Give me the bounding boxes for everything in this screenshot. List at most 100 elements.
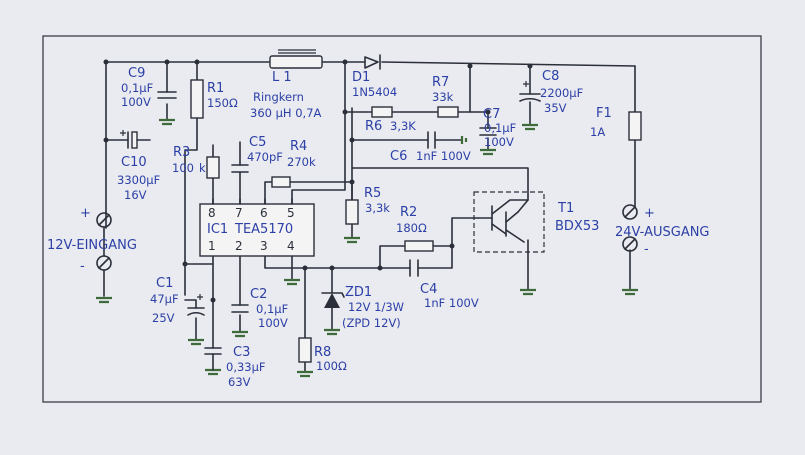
label-R3: R3	[173, 145, 190, 160]
ic-pin-8: 8	[208, 206, 216, 220]
capacitor-C6	[427, 131, 436, 149]
label-T1: T1	[557, 201, 574, 216]
capacitor-C7	[479, 127, 497, 136]
fuse-F1	[628, 111, 642, 141]
label-R7: R7	[432, 75, 449, 90]
resistor-R5	[345, 199, 359, 225]
label-C1: C1	[156, 276, 173, 291]
ground-symbols	[96, 118, 638, 378]
label-C9-value2: 100V	[121, 95, 151, 109]
label-ZD1-value1: 12V 1/3W	[348, 300, 404, 314]
resistor-R6	[371, 106, 393, 118]
label-R4: R4	[290, 139, 307, 154]
capacitor-C8	[519, 81, 541, 102]
label-C7-value1: 0,1µF	[484, 121, 516, 135]
resistor-R3	[206, 156, 220, 179]
label-ZD1-value2: (ZPD 12V)	[342, 316, 401, 330]
label-output: 24V-AUSGANG	[615, 225, 710, 240]
ic-pin-7: 7	[235, 206, 243, 220]
label-C2: C2	[250, 287, 267, 302]
label-C9: C9	[128, 66, 145, 81]
label-C9-value1: 0,1µF	[121, 81, 153, 95]
label-C7-value2: 100V	[484, 135, 514, 149]
label-input-plus: +	[80, 206, 91, 221]
label-input-minus: -	[80, 259, 85, 274]
label-C5-value: 470pF	[247, 150, 283, 164]
label-R8-value: 100Ω	[316, 359, 347, 373]
label-L1-core: Ringkern	[253, 90, 304, 104]
input-terminals	[96, 212, 112, 271]
label-F1-value: 1A	[590, 125, 605, 139]
label-R5-value: 3,3k	[365, 201, 390, 215]
label-C2-value2: 100V	[258, 316, 288, 330]
label-F1: F1	[596, 106, 612, 121]
label-IC1: IC1	[207, 222, 228, 237]
labels: L 1 Ringkern 360 µH 0,7A D1 1N5404 R7 33…	[47, 66, 710, 389]
label-R1-value: 150Ω	[207, 96, 238, 110]
capacitor-C9	[157, 91, 177, 99]
label-R8: R8	[314, 345, 331, 360]
label-C5: C5	[249, 135, 266, 150]
label-C3: C3	[233, 345, 250, 360]
ic-IC1-TEA5170	[199, 198, 315, 257]
resistor-R1	[190, 79, 204, 119]
label-R2-value: 180Ω	[396, 221, 427, 235]
resistor-R4	[271, 176, 291, 188]
label-L1: L 1	[272, 70, 292, 85]
ic-pin-4: 4	[287, 239, 295, 253]
label-L1-value: 360 µH 0,7A	[250, 106, 322, 120]
zener-ZD1	[321, 292, 345, 308]
output-terminals	[622, 204, 638, 252]
label-IC1-value: TEA5170	[234, 222, 293, 237]
label-R6: R6	[365, 119, 382, 134]
label-D1: D1	[352, 70, 370, 85]
resistor-R7	[437, 106, 459, 118]
label-C1-value2: 25V	[152, 311, 175, 325]
label-R1: R1	[207, 81, 224, 96]
label-R6-value: 3,3K	[390, 119, 416, 133]
schematic-frame	[42, 35, 762, 403]
label-C10-value2: 16V	[124, 188, 147, 202]
label-C6: C6	[390, 149, 407, 164]
label-D1-value: 1N5404	[352, 85, 397, 99]
capacitor-C10	[120, 130, 151, 149]
ic-pin-1: 1	[208, 239, 216, 253]
label-C10-value1: 3300µF	[117, 173, 160, 187]
label-ZD1: ZD1	[345, 285, 372, 300]
label-C8: C8	[542, 69, 559, 84]
ic-pin-6: 6	[260, 206, 268, 220]
capacitor-C4	[409, 259, 419, 277]
label-C3-value1: 0,33µF	[226, 360, 266, 374]
label-C4: C4	[420, 282, 437, 297]
capacitor-C3	[204, 347, 222, 355]
capacitor-C1	[187, 294, 205, 316]
ic-pin-2: 2	[235, 239, 243, 253]
diode-D1	[364, 54, 381, 70]
junction-dots	[103, 59, 533, 303]
label-C4-value: 1nF 100V	[424, 296, 479, 310]
label-output-minus: -	[644, 242, 649, 257]
transistor-T1-BDX53	[473, 191, 545, 253]
resistor-R2	[404, 240, 434, 252]
label-T1-value: BDX53	[555, 219, 599, 234]
label-R5: R5	[364, 186, 381, 201]
label-R3-unit: k	[199, 161, 206, 175]
label-output-plus: +	[644, 206, 655, 221]
capacitor-C2	[231, 304, 249, 313]
label-C10: C10	[121, 155, 147, 170]
label-R4-value: 270k	[287, 155, 316, 169]
resistor-R8	[298, 337, 312, 363]
label-C8-value2: 35V	[544, 101, 567, 115]
label-C1-value1: 47µF	[150, 292, 179, 306]
capacitor-C5	[231, 164, 249, 173]
label-C6-value: 1nF 100V	[416, 149, 471, 163]
label-C2-value1: 0,1µF	[256, 302, 288, 316]
label-R2: R2	[400, 205, 417, 220]
ic-pin-5: 5	[287, 206, 295, 220]
label-R3-value: 100	[172, 161, 194, 175]
ic-pin-3: 3	[260, 239, 268, 253]
label-R7-value: 33k	[432, 90, 454, 104]
label-input: 12V-EINGANG	[47, 238, 137, 253]
